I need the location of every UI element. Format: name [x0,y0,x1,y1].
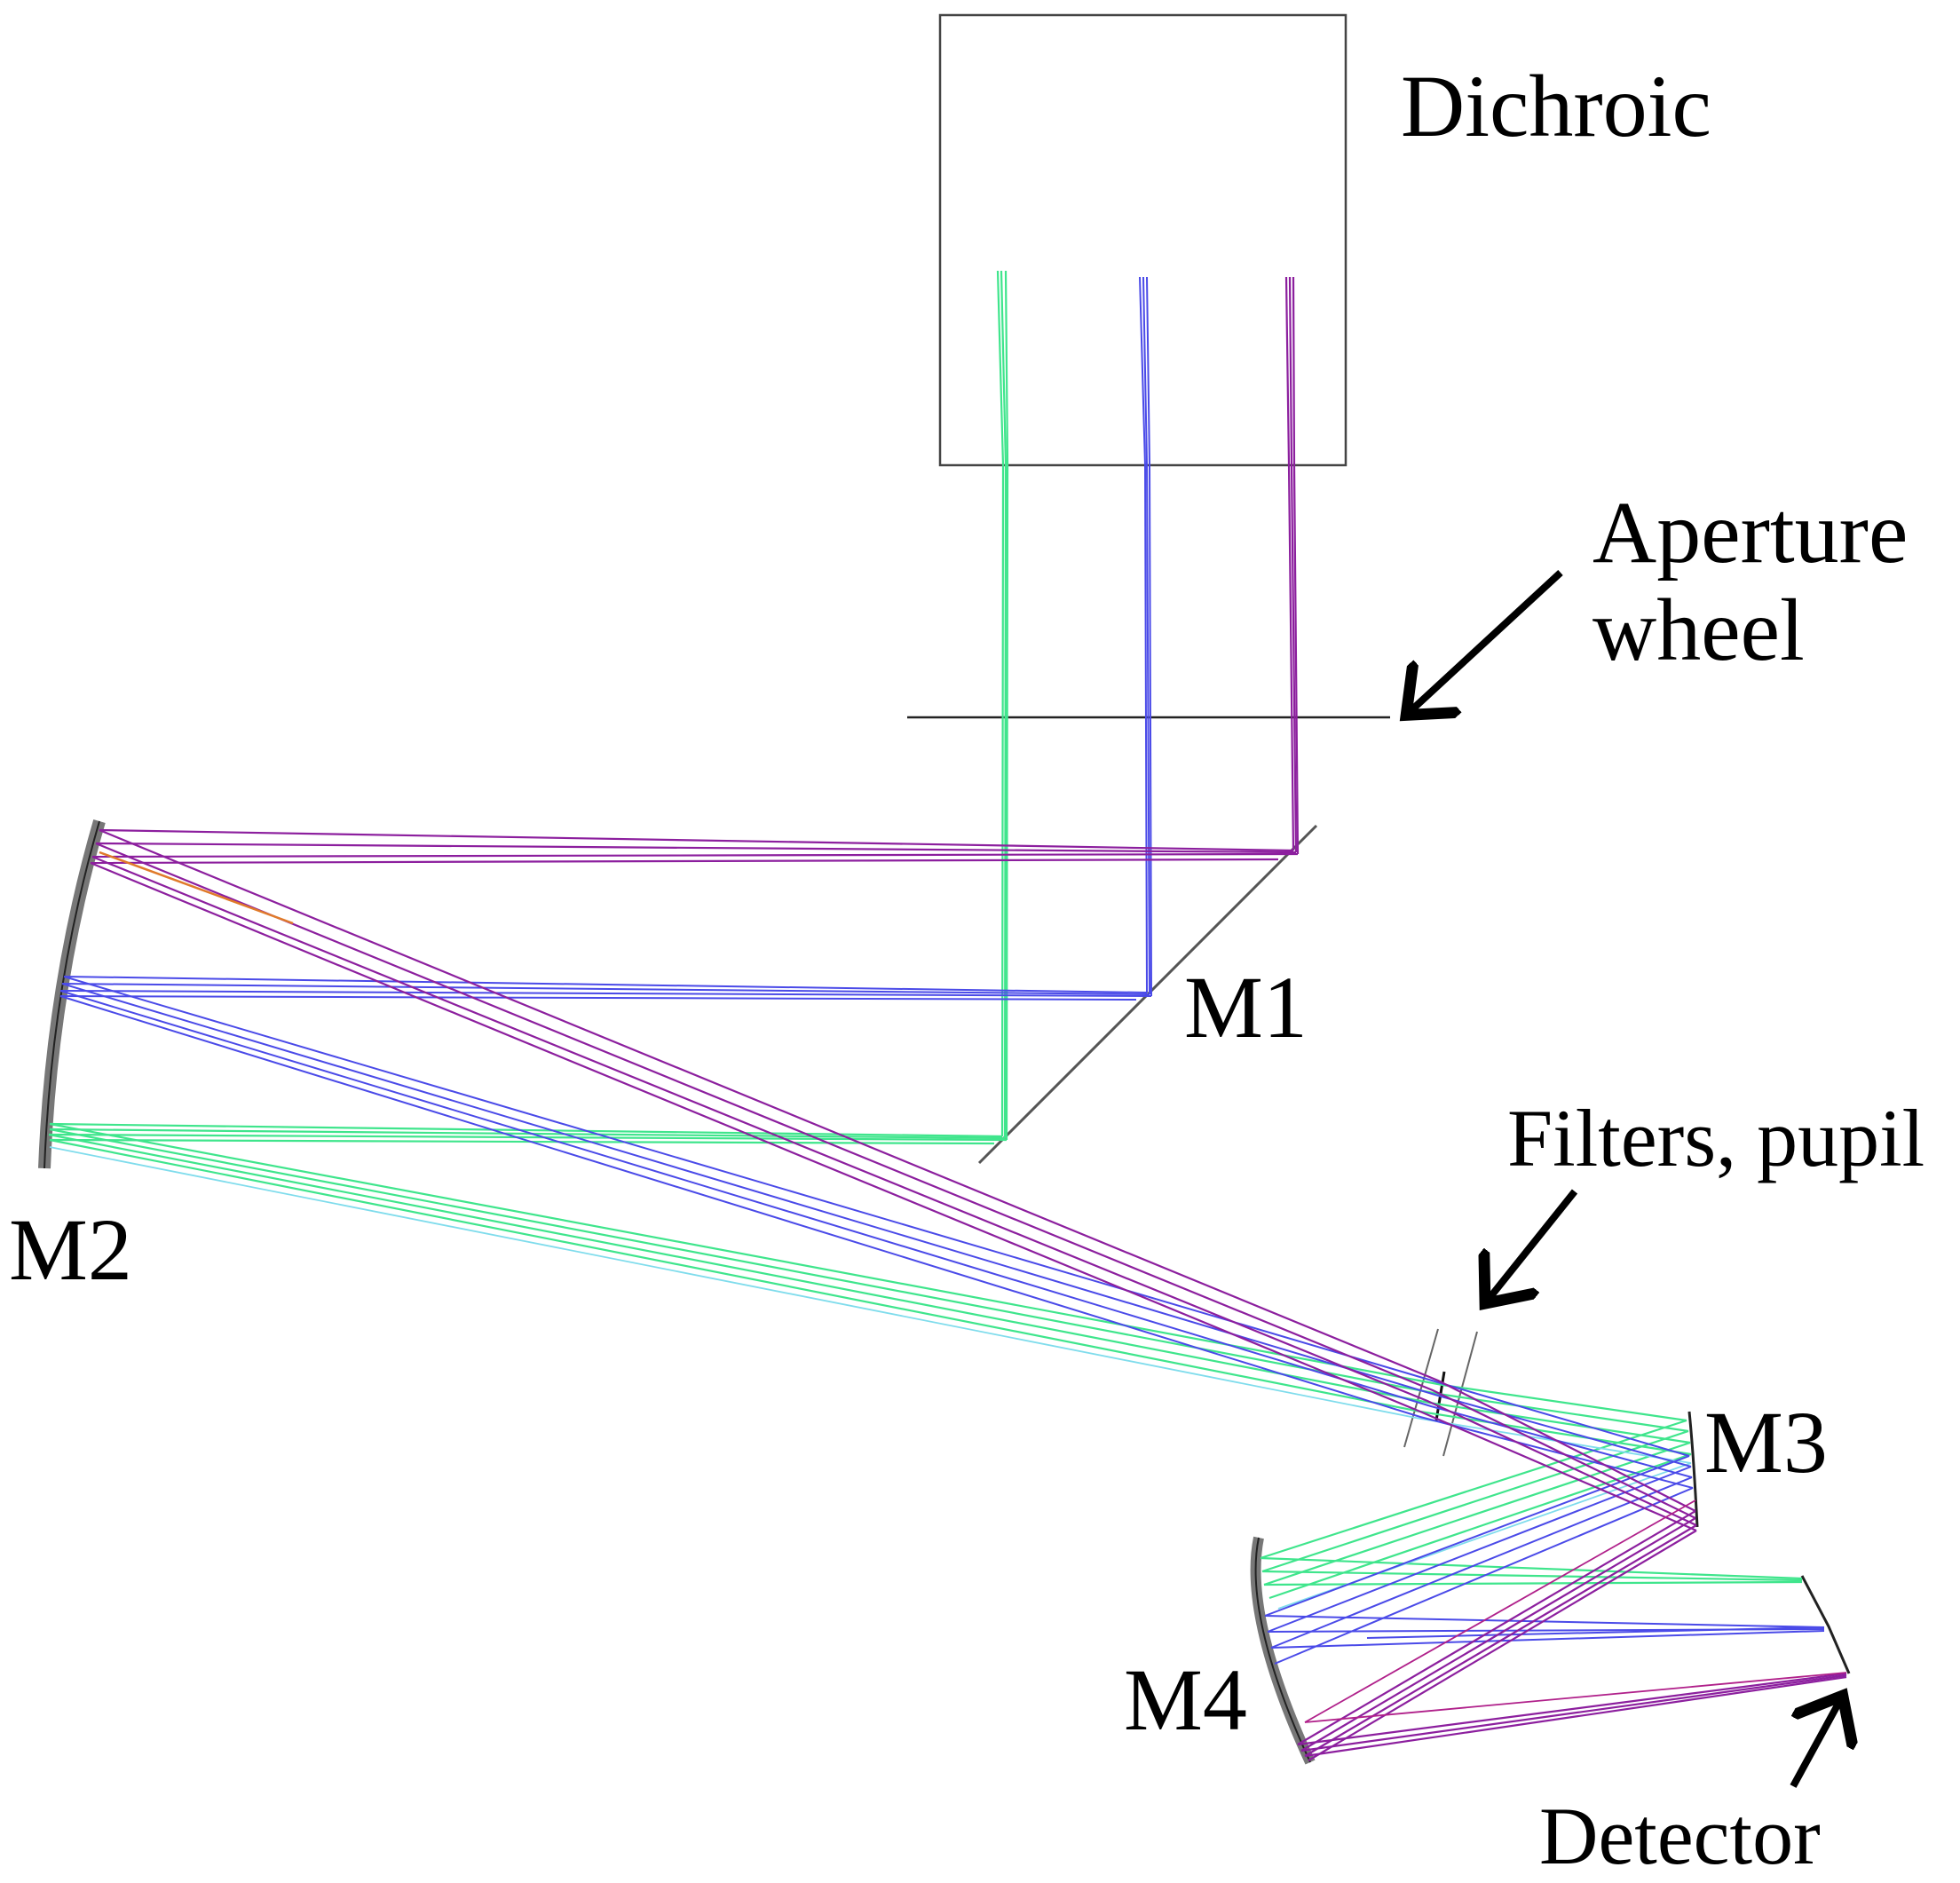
filters-pupil-plates [1403,1328,1478,1457]
detector-plane [1800,1575,1851,1674]
label-m1: M1 [1184,958,1308,1056]
label-filters-pupil: Filters, pupil [1507,1093,1925,1183]
mirror-m3 [1687,1411,1699,1528]
arrow-detector [1790,1702,1839,1788]
arrow-filters-pupil [1490,1189,1578,1298]
label-m2: M2 [9,1200,132,1299]
label-dichroic: Dichroic [1401,57,1711,155]
arrow-aperture-wheel [1411,570,1563,710]
label-m3: M3 [1704,1393,1828,1491]
ray-bundle-magenta [1304,1499,1847,1723]
ray-bundle-purple [90,276,1847,1761]
ray-bundle-cyan [49,1146,1692,1610]
label-detector: Detector [1539,1791,1821,1881]
ray-bundle-blue [59,276,1825,1665]
label-m4: M4 [1124,1650,1247,1749]
label-aperture-line2: wheel [1592,581,1805,679]
dichroic-box [938,13,1348,467]
ray-bundle-green [48,270,1803,1600]
label-aperture-line1: Aperture [1592,483,1909,582]
mirror-m4 [1250,1536,1316,1765]
ray-orange-segment [99,851,294,925]
